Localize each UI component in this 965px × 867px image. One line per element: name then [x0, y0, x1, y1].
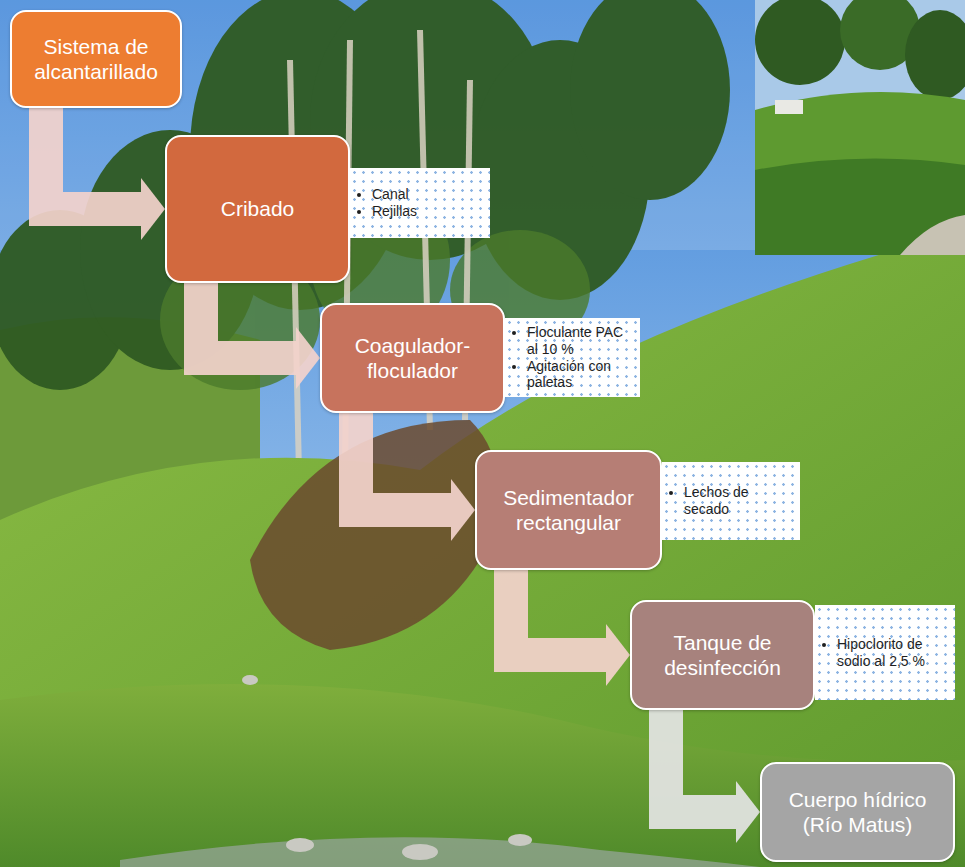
flow-arrow: [46, 108, 165, 240]
inset-photo: [755, 0, 965, 255]
arrow-head: [141, 178, 165, 240]
arrow-head: [296, 327, 320, 389]
flow-arrow: [201, 283, 320, 389]
bullet-item: Lechos de secado: [684, 484, 792, 518]
arrow-shaft: [511, 570, 606, 655]
bullet-list: CanalRejillas: [354, 186, 482, 220]
detail-box: CanalRejillas: [350, 168, 490, 238]
bullet-item: Floculante PAC al 10 %: [527, 324, 632, 358]
arrow-head: [606, 624, 630, 686]
step-label: Sedimentador rectangular: [487, 485, 650, 535]
step-label: Cribado: [221, 196, 295, 221]
flow-arrow: [356, 413, 475, 541]
arrow-shaft: [201, 283, 296, 358]
process-box: Sistema de alcantarillado: [10, 10, 182, 108]
arrow-head: [451, 479, 475, 541]
bullet-list: Hipoclorito de sodio al 2,5 %: [819, 636, 947, 670]
process-box: Sedimentador rectangular: [475, 450, 662, 570]
bullet-list: Lechos de secado: [666, 484, 792, 518]
bullet-item: Agitación con paletas: [527, 358, 632, 392]
detail-box: Floculante PAC al 10 %Agitación con pale…: [505, 318, 640, 397]
bullet-item: Canal: [372, 186, 482, 203]
step-label: Coagulador-floculador: [332, 333, 493, 383]
detail-box: Lechos de secado: [662, 462, 800, 540]
step-label: Cuerpo hídrico (Río Matus): [772, 787, 943, 837]
step-label: Tanque de desinfección: [642, 630, 803, 680]
arrow-shaft: [666, 710, 736, 812]
arrow-head: [736, 781, 760, 843]
process-box: Cribado: [165, 135, 350, 283]
bullet-item: Rejillas: [372, 203, 482, 220]
flow-arrow: [666, 710, 760, 843]
bullet-list: Floculante PAC al 10 %Agitación con pale…: [509, 324, 632, 391]
flow-arrow: [511, 570, 630, 686]
process-box: Tanque de desinfección: [630, 600, 815, 710]
arrow-shaft: [46, 108, 141, 209]
bullet-item: Hipoclorito de sodio al 2,5 %: [837, 636, 947, 670]
process-box: Coagulador-floculador: [320, 303, 505, 413]
terminal-box: Cuerpo hídrico (Río Matus): [760, 762, 955, 862]
arrow-shaft: [356, 413, 451, 510]
step-label: Sistema de alcantarillado: [22, 34, 170, 84]
detail-box: Hipoclorito de sodio al 2,5 %: [815, 605, 955, 700]
